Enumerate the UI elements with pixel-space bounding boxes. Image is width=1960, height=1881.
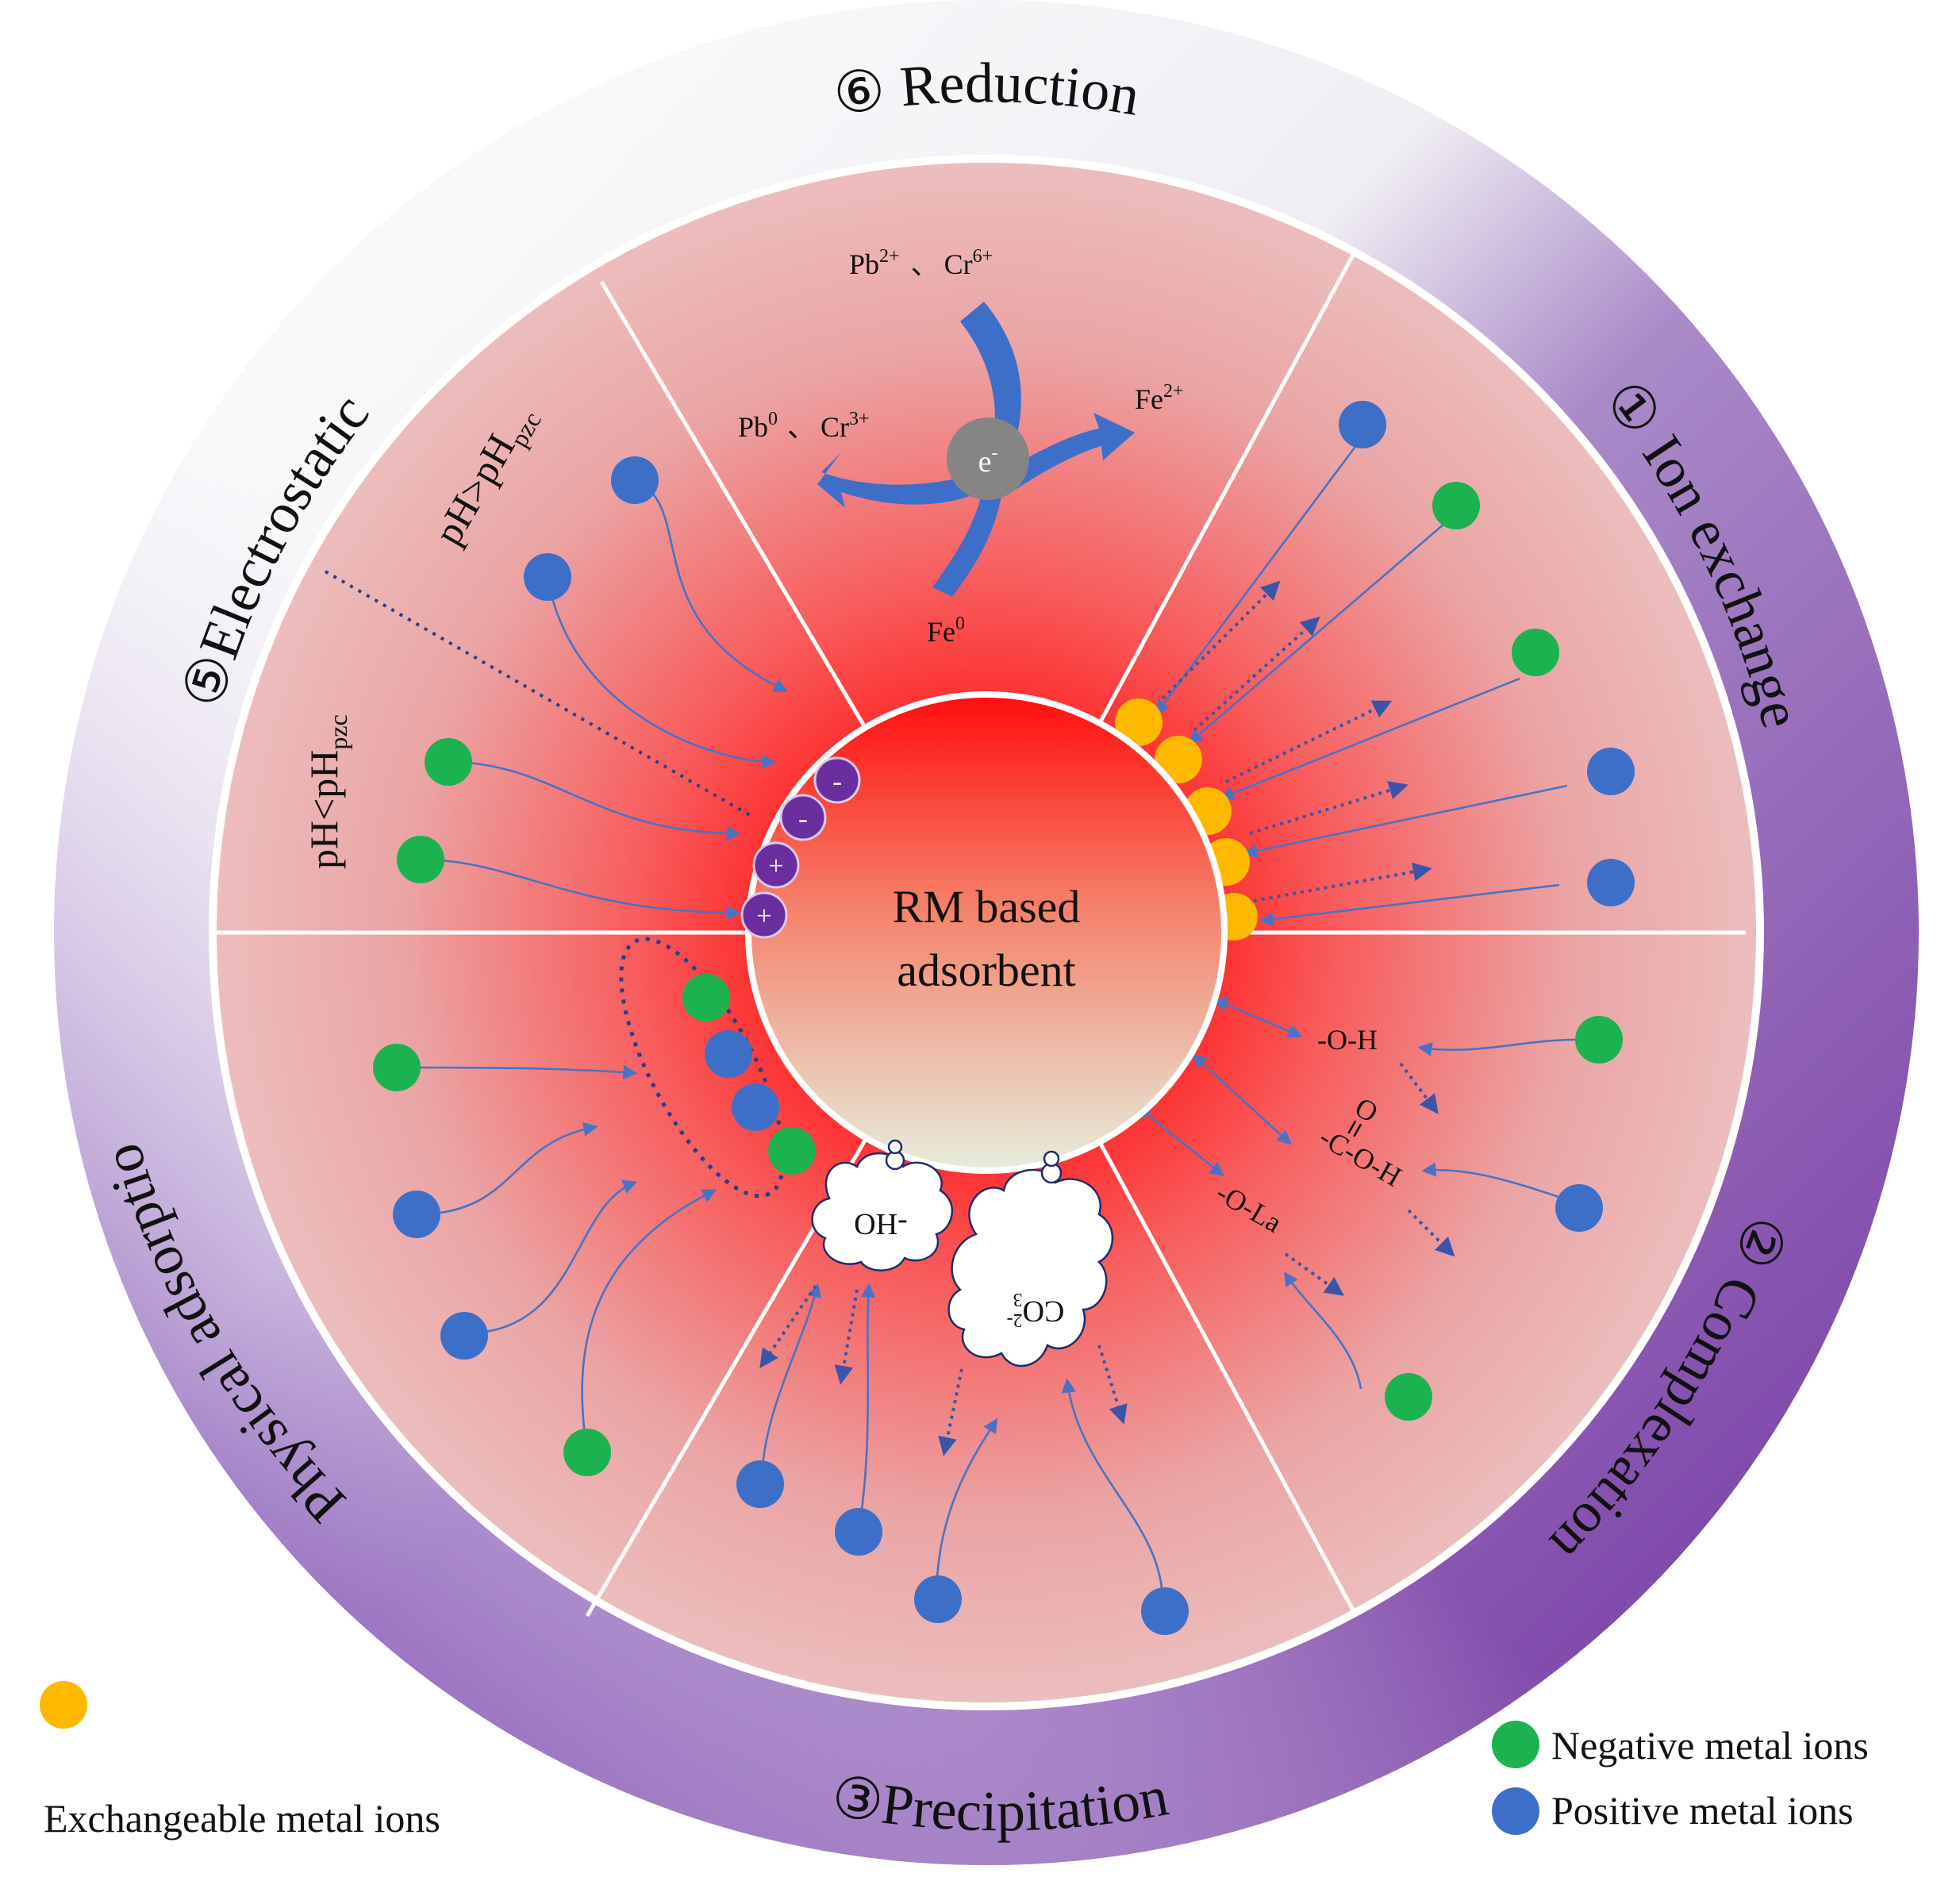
charge-site	[752, 841, 800, 889]
negative-metal-ion	[1385, 1373, 1432, 1421]
negative-metal-ion	[1512, 629, 1559, 676]
positive-metal-ion	[440, 1312, 488, 1360]
charge-symbol: +	[756, 902, 771, 931]
positive-metal-ion	[736, 1460, 784, 1508]
negative-metal-ion	[397, 836, 444, 883]
adsorption-cluster-outline	[619, 937, 786, 1198]
reduction-arm-right	[1004, 413, 1135, 492]
positive-metal-ion	[1339, 401, 1386, 448]
exchangeable-ion	[1155, 736, 1202, 783]
positive-metal-ion	[393, 1191, 440, 1238]
negative-metal-ion	[1575, 1016, 1623, 1064]
reduction-bottom-label: Fe0	[927, 614, 965, 648]
legend-positive-dot	[1492, 1787, 1539, 1835]
ion-exchange-sector	[1115, 401, 1635, 940]
positive-metal-ion	[611, 456, 659, 504]
rm-core	[745, 691, 1228, 1174]
positive-metal-ion	[914, 1575, 962, 1623]
electron-label: e-	[978, 443, 998, 479]
negative-metal-ion	[682, 974, 730, 1021]
positive-metal-ion	[524, 553, 571, 601]
legend-positive-label: Positive metal ions	[1551, 1788, 1854, 1833]
positive-metal-ion	[705, 1030, 752, 1078]
positive-metal-ion	[732, 1083, 779, 1131]
reduction-top-label: Pb2+、Cr6+	[849, 246, 993, 280]
cloud-bubble	[887, 1139, 903, 1155]
charge-symbol: -	[798, 802, 808, 834]
negative-metal-ion	[373, 1044, 421, 1091]
charge-site	[740, 891, 788, 939]
positive-metal-ion	[835, 1508, 882, 1556]
positive-metal-ion	[1555, 1184, 1603, 1232]
reduction-arm-bottom	[932, 492, 1001, 597]
core-label-line1: RM based	[893, 881, 1081, 933]
legend-negative-label: Negative metal ions	[1551, 1723, 1869, 1768]
positive-metal-ion	[1587, 748, 1635, 795]
electron-circle	[947, 417, 1029, 500]
charge-site	[813, 756, 861, 804]
exchangeable-ion	[1115, 698, 1163, 746]
hydroxide-label: -HO	[854, 1207, 908, 1241]
hydroxide-cloud	[811, 1152, 954, 1271]
legend-exchangeable-dot	[40, 1681, 87, 1729]
charge-site	[779, 794, 827, 841]
negative-metal-ion	[425, 738, 472, 786]
group-oh: -O-H	[1317, 1024, 1378, 1056]
charge-symbol: +	[768, 852, 783, 881]
positive-metal-ion	[1587, 859, 1635, 906]
charge-symbol: -	[832, 765, 842, 797]
reduction-arm-left	[817, 452, 970, 508]
physical-adsorption-sector	[373, 937, 816, 1476]
pzc-divider	[325, 570, 755, 819]
core-label-line2: adsorbent	[897, 944, 1076, 996]
negative-metal-ion	[768, 1127, 816, 1175]
cloud-bubble	[885, 1150, 905, 1171]
negative-metal-ion	[563, 1429, 611, 1476]
cloud-bubble	[1043, 1150, 1060, 1167]
legend-exchangeable-label: Exchangeable metal ions	[44, 1796, 440, 1841]
carbonate-cloud	[947, 1168, 1114, 1367]
reduction-right-label: Fe2+	[1135, 381, 1184, 415]
reduction-left-label: Pb0、Cr3+	[738, 409, 870, 443]
reduction-sector: e- Pb2+、Cr6+ Pb0、Cr3+ Fe2+ Fe0	[738, 246, 1184, 648]
ph-lower-label: pH<pHpzc	[302, 714, 352, 869]
positive-metal-ion	[1141, 1587, 1189, 1635]
legend-negative-dot	[1492, 1721, 1539, 1768]
negative-metal-ion	[1432, 482, 1480, 529]
